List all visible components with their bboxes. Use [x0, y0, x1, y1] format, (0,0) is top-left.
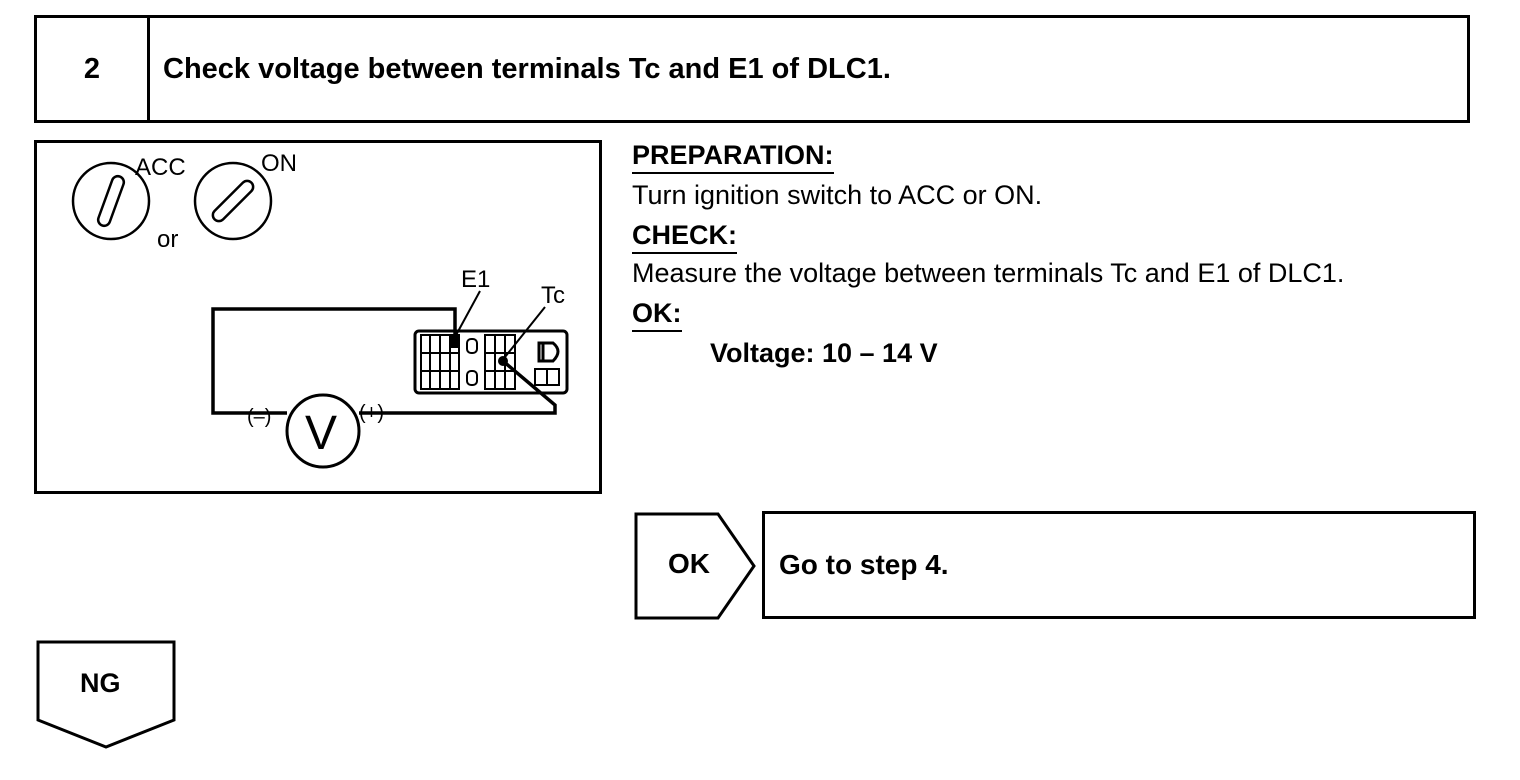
e1-label: E1	[461, 266, 490, 293]
check-heading: CHECK:	[632, 222, 737, 254]
check-text: Measure the voltage between terminals Tc…	[632, 258, 1345, 288]
dlc1-voltage-diagram: ACC ON or	[71, 150, 569, 469]
dlc1-connector-icon	[413, 329, 569, 395]
ok-action-box: Go to step 4.	[762, 511, 1476, 619]
wiring-illustration: ACC ON or	[34, 140, 602, 494]
ignition-key-acc-icon	[71, 161, 151, 241]
ok-action-text: Go to step 4.	[779, 549, 949, 580]
ok-label: OK	[668, 548, 710, 579]
ok-result-tag: OK	[634, 512, 759, 625]
ng-result-tag: NG	[36, 640, 178, 755]
step-header: 2 Check voltage between terminals Tc and…	[34, 15, 1470, 123]
minus-label: (–)	[247, 406, 271, 428]
ng-tag-shape	[36, 640, 176, 749]
ng-label: NG	[80, 668, 121, 698]
preparation-text: Turn ignition switch to ACC or ON.	[632, 180, 1043, 210]
step-number: 2	[37, 18, 150, 120]
voltmeter-label: V	[305, 407, 337, 460]
or-label: or	[157, 226, 178, 253]
acc-label: ACC	[135, 154, 186, 181]
ok-tag-shape	[634, 512, 756, 620]
plus-label: (+)	[359, 402, 384, 424]
step-title: Check voltage between terminals Tc and E…	[163, 52, 891, 85]
tc-label: Tc	[541, 282, 565, 309]
ok-heading: OK:	[632, 300, 682, 332]
ok-value: Voltage: 10 – 14 V	[710, 338, 938, 368]
preparation-heading: PREPARATION:	[632, 142, 834, 174]
voltmeter-icon	[285, 393, 361, 469]
ignition-key-on-icon	[193, 161, 273, 241]
on-label: ON	[261, 150, 297, 177]
